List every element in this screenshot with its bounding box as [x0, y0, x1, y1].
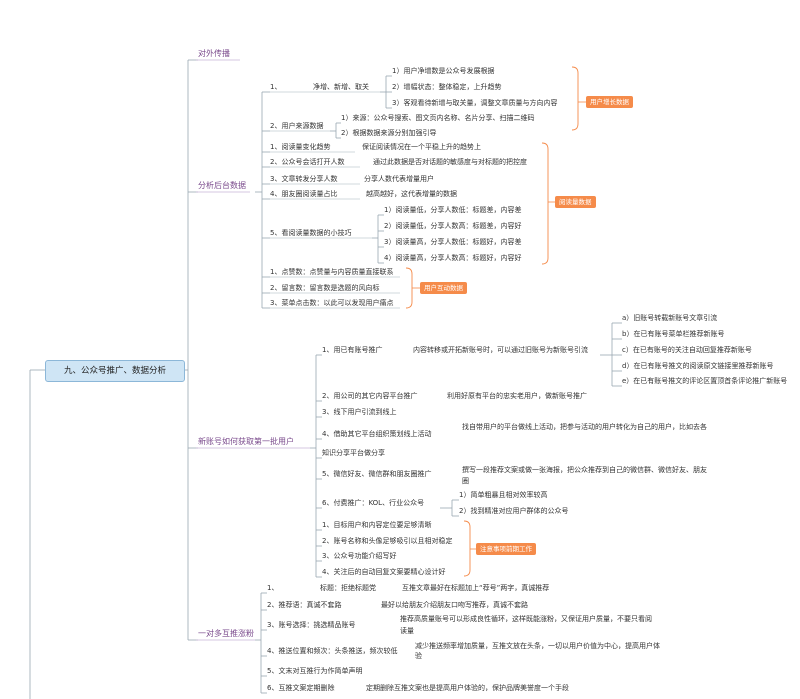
node[interactable]: 通过此数据是否对话题的敏感度与对标题的把控度: [373, 158, 527, 166]
node[interactable]: 定期删除互推文案也是提高用户体验的，保护品牌美誉度一个手段: [366, 684, 569, 692]
node[interactable]: 利用好原有平台的忠实老用户，做新账号推广: [447, 392, 587, 400]
branch-mutual[interactable]: 一对多互推涨粉: [198, 629, 254, 638]
node[interactable]: 最好以给朋友介绍朋友口吻写推荐，真诚不套路: [381, 601, 528, 609]
summary-bracket: [405, 267, 413, 309]
node[interactable]: 分享人数代表增量用户: [364, 175, 434, 183]
node[interactable]: 找自带用户的平台做线上活动，把参与活动的用户转化为自己的用户，比如去各: [462, 423, 707, 431]
node[interactable]: 圈: [462, 477, 469, 485]
summary-bracket: [571, 66, 579, 131]
node[interactable]: 3）客观看待新增与取关量，调整文章质量与方向内容: [392, 99, 558, 107]
node[interactable]: 1）简单粗暴且相对效率较高: [459, 491, 548, 499]
branch-new-account[interactable]: 新账号如何获取第一批用户: [198, 437, 294, 446]
node[interactable]: 5、文末对互推行为作简单声明: [267, 667, 363, 675]
branch-external[interactable]: 对外传播: [198, 49, 230, 58]
node[interactable]: 2、留言数：留言数是选题的风向标: [270, 284, 380, 292]
node[interactable]: 1、目标用户和内容定位要足够清晰: [322, 521, 432, 529]
node[interactable]: 1、阅读量变化趋势: [270, 143, 331, 151]
node[interactable]: 1、用已有账号推广: [322, 346, 383, 354]
node[interactable]: c）在已有账号的关注自动回复推荐新账号: [622, 346, 752, 354]
branch-analytics[interactable]: 分析后台数据: [198, 181, 246, 190]
node[interactable]: e）在已有账号推文的评论区置顶首条评论推广新账号: [622, 377, 788, 385]
node[interactable]: 5、看阅读量数据的小技巧: [270, 229, 352, 237]
node[interactable]: 2）找到精准对应用户群体的公众号: [459, 507, 569, 515]
node[interactable]: 6、互推文案定期删除: [267, 684, 335, 692]
node[interactable]: 2）增幅状态：整体稳定，上升趋势: [392, 83, 502, 91]
node[interactable]: 4）阅读量高，分享人数高：标题好，内容好: [384, 254, 522, 262]
node[interactable]: 4、借助其它平台组织策划线上活动: [322, 430, 432, 438]
node[interactable]: 1）阅读量低，分享人数低：标题差，内容差: [384, 206, 522, 214]
node[interactable]: 3、账号选择：挑选精品账号: [267, 621, 356, 629]
summary-bracket: [541, 142, 549, 265]
node[interactable]: 2、账号名称和头像足够吸引以且相对稳定: [322, 537, 453, 545]
summary-bracket: [463, 520, 471, 577]
root-topic[interactable]: 九、公众号推广、数据分析: [45, 360, 185, 382]
node[interactable]: 减少推送频率增加质量，互推文放在头条，一切以用户价值为中心，提高用户体: [415, 642, 660, 650]
node[interactable]: 1）来源：公众号搜索、图文页内名称、名片分享、扫描二维码: [341, 114, 535, 122]
node[interactable]: d）在已有账号推文的阅读原文链接里推荐新账号: [622, 362, 774, 370]
node[interactable]: 互推文章最好在标题加上“荐号”两字，真诚推荐: [402, 584, 550, 592]
node[interactable]: 1、: [267, 584, 279, 592]
tag-growth: 用户增长数据: [586, 96, 633, 108]
tag-notes: 注意事项前期工作: [476, 543, 536, 555]
node[interactable]: 6、付费推广：KOL、行业公众号: [322, 499, 425, 507]
node[interactable]: 知识分享平台做分享: [322, 449, 385, 457]
node[interactable]: 2）根据数据来源分别加强引导: [341, 129, 437, 137]
node[interactable]: 4、推送位置和频次：头条推送，频次较低: [267, 647, 398, 655]
node[interactable]: 推荐高质量账号可以形成良性循环，这样既能涨粉，又保证用户质量，不要只看阅: [400, 615, 652, 623]
node[interactable]: 保证阅读情况在一个平稳上升的趋势上: [362, 143, 481, 151]
node[interactable]: 3、菜单点击数：以此可以发现用户痛点: [270, 299, 394, 307]
node[interactable]: 1）用户净增数是公众号发展根据: [392, 67, 495, 75]
node[interactable]: 3、线下用户引流到线上: [322, 408, 397, 416]
node[interactable]: 撰写一段推荐文案或做一张海报，把公众推荐到自己的微信群、微信好友、朋友: [462, 466, 707, 474]
node[interactable]: 3）阅读量高，分享人数低：标题好，内容差: [384, 238, 522, 246]
tag-reading: 阅读量数据: [555, 196, 596, 208]
node[interactable]: 3、文章转发分享人数: [270, 175, 338, 183]
node[interactable]: 读量: [400, 627, 414, 635]
node[interactable]: 2）阅读量低，分享人数高：标题差，内容好: [384, 222, 522, 230]
node[interactable]: 2、推荐语：真诚不套路: [267, 601, 342, 609]
node[interactable]: 5、微信好友、微信群和朋友圈推广: [322, 470, 432, 478]
node[interactable]: 1、: [270, 83, 282, 91]
tag-interaction: 用户互动数据: [420, 282, 467, 294]
node[interactable]: 2、公众号会话打开人数: [270, 158, 345, 166]
node[interactable]: b）在已有账号菜单栏推荐新账号: [622, 330, 725, 338]
node[interactable]: a）旧账号转载新账号文章引流: [622, 314, 718, 322]
node[interactable]: 净增、新增、取关: [313, 83, 369, 91]
node[interactable]: 4、朋友圈阅读量占比: [270, 190, 338, 198]
node[interactable]: 越高越好，这代表增量的数据: [366, 190, 457, 198]
node[interactable]: 1、点赞数：点赞量与内容质量直接联系: [270, 268, 394, 276]
node[interactable]: 标题：拒绝标题党: [320, 584, 376, 592]
node[interactable]: 内容转移或开拓新账号时，可以通过旧账号为新账号引流: [413, 346, 588, 354]
node[interactable]: 验: [415, 652, 422, 660]
node[interactable]: 2、用户来源数据: [270, 122, 324, 130]
node[interactable]: 2、用公司的其它内容平台推广: [322, 392, 418, 400]
node[interactable]: 4、关注后的自动回复文案要精心设计好: [322, 568, 446, 576]
node[interactable]: 3、公众号功能介绍写好: [322, 552, 397, 560]
